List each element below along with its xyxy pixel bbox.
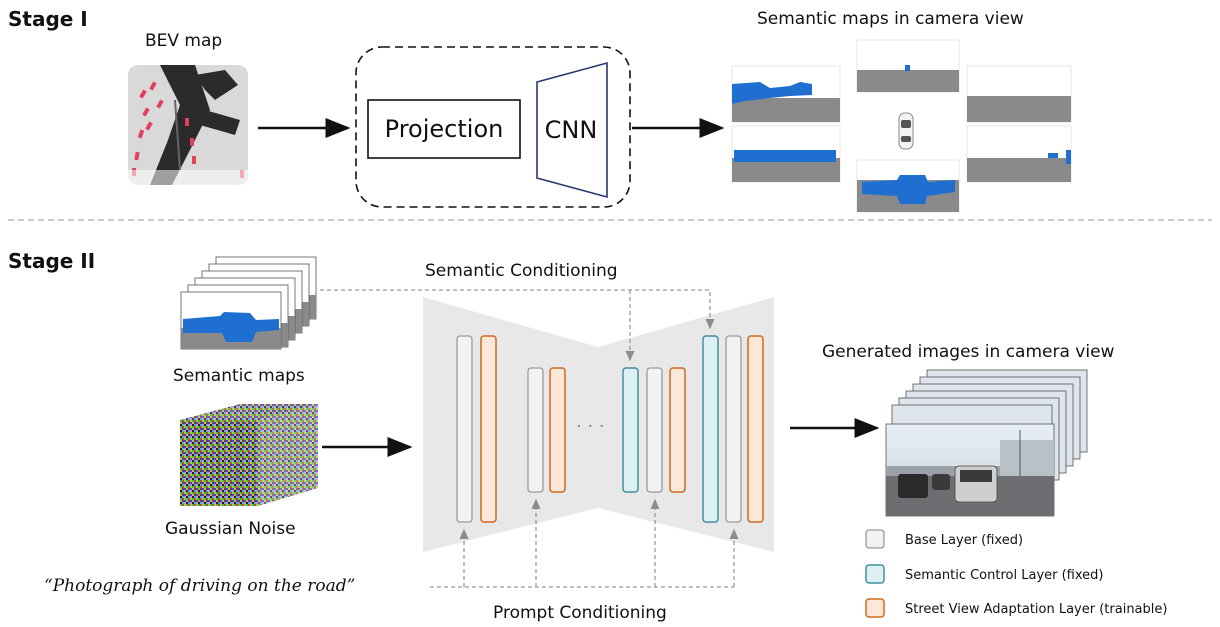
ellipsis: · · ·	[576, 416, 605, 437]
projection-label: Projection	[385, 115, 504, 143]
legend-item-street-view-adaptation: Street View Adaptation Layer (trainable)	[865, 598, 1167, 618]
base-layer	[725, 335, 742, 523]
adaptation-layer	[747, 335, 764, 523]
legend-label: Semantic Control Layer (fixed)	[905, 568, 1104, 583]
semantic-map-front-right	[966, 65, 1072, 123]
stage2-title: Stage II	[8, 249, 95, 273]
semantic-control-layer	[702, 335, 719, 523]
semantic-map-back-left	[731, 125, 841, 183]
bev-map-image	[128, 65, 248, 190]
legend-label: Base Layer (fixed)	[905, 533, 1023, 548]
ego-car-icon	[898, 112, 914, 150]
adaptation-layer	[480, 335, 497, 523]
base-layer	[527, 367, 544, 493]
semantic-conditioning-path	[320, 289, 715, 362]
cnn-block: CNN	[536, 61, 608, 199]
semantic-control-layer	[622, 367, 639, 493]
adaptation-layer	[549, 367, 566, 493]
unet-background	[423, 297, 774, 552]
generated-images-label: Generated images in camera view	[822, 342, 1115, 362]
semantic-maps-label: Semantic maps	[173, 366, 305, 386]
base-layer	[456, 335, 473, 523]
unet-layers	[456, 335, 764, 523]
adaptation-layer	[669, 367, 686, 493]
prompt-conditioning-label: Prompt Conditioning	[493, 603, 667, 623]
bev-map-label: BEV map	[145, 31, 222, 51]
semantic-map-back	[856, 159, 960, 213]
cnn-label: CNN	[545, 116, 598, 144]
prompt-text: “Photograph of driving on the road”	[44, 576, 355, 596]
prompt-conditioning-path	[430, 498, 739, 588]
legend-item-semantic-control: Semantic Control Layer (fixed)	[865, 564, 1104, 584]
gaussian-noise-label: Gaussian Noise	[165, 519, 296, 539]
generated-street-photo	[885, 423, 1055, 517]
semantic-maps-stack	[180, 256, 317, 350]
semantic-map-front	[856, 39, 960, 93]
legend-item-base-layer: Base Layer (fixed)	[865, 529, 1023, 549]
semantic-maps-title: Semantic maps in camera view	[757, 9, 1024, 29]
projection-cnn-container	[355, 46, 631, 208]
legend-label: Street View Adaptation Layer (trainable)	[905, 602, 1167, 617]
generated-images-stack	[885, 369, 1088, 517]
stage1-title: Stage I	[8, 7, 88, 31]
base-layer	[646, 367, 663, 493]
legend: Base Layer (fixed) Semantic Control Laye…	[865, 529, 1167, 618]
projection-box: Projection	[367, 99, 521, 159]
gaussian-noise-cube	[180, 404, 318, 506]
semantic-map-back-right	[966, 125, 1072, 183]
semantic-map-front-left	[731, 65, 841, 123]
semantic-conditioning-label: Semantic Conditioning	[425, 261, 618, 281]
